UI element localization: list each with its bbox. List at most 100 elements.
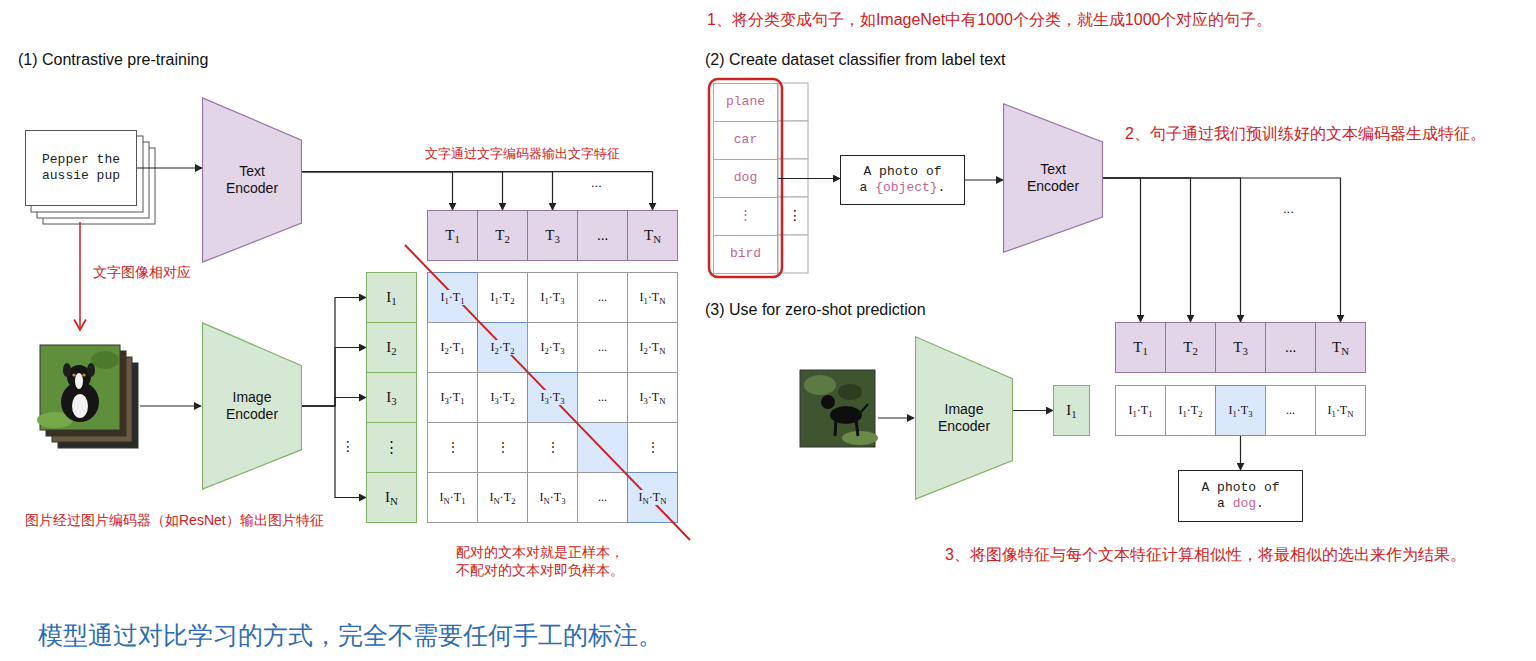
similarity-cell: I1·T1: [1115, 385, 1166, 436]
dog-eye: [82, 373, 85, 376]
similarity-cell: I2·T3: [527, 322, 578, 373]
node-text: I1·T3: [1228, 403, 1254, 418]
similarity-cell: IN·T3: [527, 472, 578, 523]
node-text: ...: [597, 390, 608, 405]
input-arrow: [140, 405, 201, 406]
grass: [842, 431, 878, 445]
dog-blaze: [75, 373, 83, 389]
dog-eye: [72, 373, 75, 376]
similarity-cell: ⋮: [627, 422, 678, 473]
text-feature-box: ...: [1265, 322, 1316, 373]
node-text: bird: [730, 246, 761, 262]
node-text: I3·TN: [639, 390, 667, 405]
node-text: I1·TN: [639, 290, 667, 305]
image-encoder-trapezoid: Image Encoder: [202, 322, 302, 490]
flow-arrow: [1103, 178, 1241, 322]
panel-label: (2) Create dataset classifier from label…: [705, 50, 1006, 71]
image-feature-box: ⋮: [366, 422, 417, 473]
similarity-cell: ...: [577, 272, 628, 323]
node-text: IN: [385, 488, 398, 507]
image-feature-box: I1: [366, 272, 417, 323]
similarity-cell: IN·T1: [427, 472, 478, 523]
flow-arrow: [302, 172, 653, 210]
node-text: Image Encoder: [929, 401, 999, 436]
text-feature-box: ...: [577, 210, 628, 261]
class-label-cell: plane: [713, 83, 778, 122]
dog-ear: [63, 363, 71, 377]
similarity-cell: I1·TN: [627, 272, 678, 323]
node-text: ⋮: [384, 438, 399, 457]
flow-arrow: [302, 398, 366, 407]
flow-arrow: [302, 348, 366, 407]
class-label-cell: dog: [713, 159, 778, 198]
text-feature-box: TN: [627, 210, 678, 261]
dog-head: [821, 395, 835, 409]
flow-arrow: [1103, 178, 1191, 322]
node-text: T1: [1133, 338, 1148, 357]
node-text: T3: [545, 226, 560, 245]
text-feature-box: T2: [477, 210, 528, 261]
node-text: TN: [1332, 338, 1349, 357]
panel-label: (1) Contrastive pre-training: [18, 50, 208, 71]
similarity-cell: I2·TN: [627, 322, 678, 373]
flow-arrow: [1240, 436, 1241, 470]
node-text: I3·T1: [440, 390, 466, 405]
node-text: Text Encoder: [217, 163, 287, 198]
flow-arrow: [1013, 410, 1053, 411]
similarity-cell: ...: [577, 322, 628, 373]
foliage: [838, 384, 862, 400]
trapezoid-shape: [203, 98, 302, 262]
node-text: ...: [597, 226, 608, 245]
node-text: IN·TN: [638, 490, 668, 505]
node-text: I1·TN: [1327, 403, 1355, 418]
similarity-cell: ⋮: [427, 422, 478, 473]
panel-label: ⋮: [788, 206, 802, 224]
node-text: ⋮: [739, 208, 752, 224]
text-feature-box: TN: [1315, 322, 1366, 373]
node-text: plane: [726, 94, 765, 110]
correspondence-arrow: [79, 222, 81, 330]
node-text: TN: [644, 226, 661, 245]
flow-arrow: [302, 172, 503, 210]
text-feature-box: T3: [527, 210, 578, 261]
text-feature-box: T3: [1215, 322, 1266, 373]
foliage: [804, 375, 836, 395]
text-feature-box: T1: [427, 210, 478, 261]
similarity-cell: I1·T3: [527, 272, 578, 323]
node-text: I1·T1: [1128, 403, 1154, 418]
panel-label: 图片经过图片编码器（如ResNet）输出图片特征: [25, 511, 324, 529]
highlight-box: [709, 79, 782, 277]
node-text: I1: [1066, 401, 1076, 420]
text-feature-box: T1: [1115, 322, 1166, 373]
panel-label: 文字图像相对应: [93, 263, 191, 281]
similarity-cell: ...: [577, 372, 628, 423]
node-text: T1: [445, 226, 460, 245]
similarity-cell: ...: [577, 472, 628, 523]
flow-arrow: [1103, 178, 1141, 322]
prompt-box: A photo of a {object}.: [840, 155, 965, 205]
node-text: ...: [597, 490, 608, 505]
dog-chest: [72, 394, 88, 418]
node-text: I3·T2: [490, 390, 516, 405]
dog-photo-stack: [37, 345, 138, 448]
flow-arrow: [302, 298, 366, 407]
node-text: IN·T3: [539, 490, 567, 505]
image-feature-box: I1: [1053, 385, 1090, 436]
dog-tail: [861, 404, 868, 412]
annotation-note: 3、将图像特征与每个文本特征计算相似性，将最相似的选出来作为结果。: [945, 545, 1466, 566]
node-text: ⋮: [646, 440, 660, 455]
node-text: I3·T3: [540, 390, 566, 405]
annotation-note: 2、句子通过我们预训练好的文本编码器生成特征。: [1125, 124, 1486, 145]
node-text: dog: [734, 170, 757, 186]
panel-label: ...: [591, 175, 602, 192]
flow-arrow: [302, 172, 553, 210]
node-text: A photo of a dog.: [1197, 480, 1284, 513]
text-feature-box: T2: [1165, 322, 1216, 373]
trapezoid-shape: [203, 323, 302, 489]
node-text: I3: [386, 388, 396, 407]
similarity-cell: I1·T2: [477, 272, 528, 323]
flow-arrow: [302, 406, 366, 498]
dog-photo: [800, 370, 878, 447]
panel-label: (3) Use for zero-shot prediction: [705, 300, 926, 321]
node-text: Image Encoder: [216, 389, 288, 424]
